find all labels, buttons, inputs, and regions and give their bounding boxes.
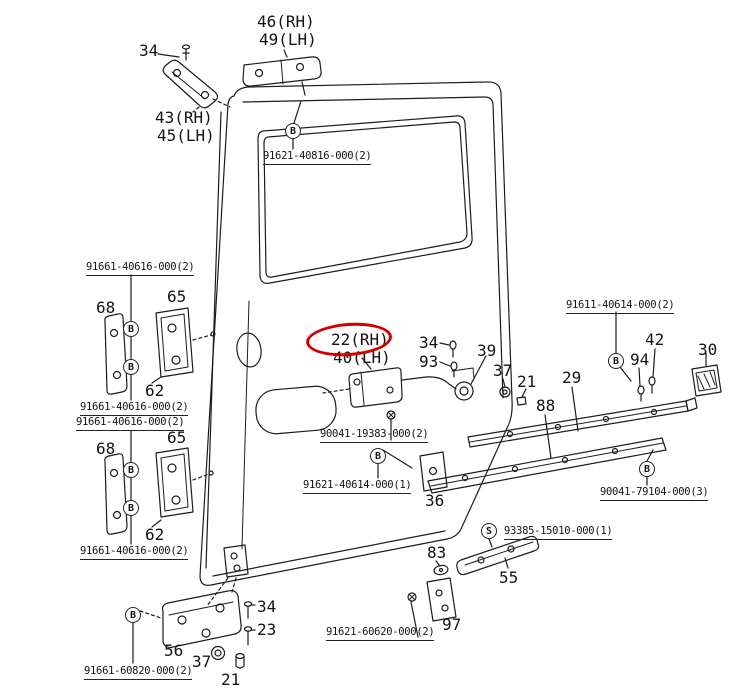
hinge-plates-upper <box>104 274 216 401</box>
callout-65-lower: 65 <box>167 428 187 447</box>
callout-22-rh: 22(RH) <box>331 330 389 349</box>
callout-34-bottom: 34 <box>257 597 277 616</box>
fastener-symbol-b: B <box>370 448 386 464</box>
fastener-symbol-b: B <box>285 123 301 139</box>
callout-93: 93 <box>419 352 439 371</box>
callout-43-rh: 43(RH) <box>155 108 213 127</box>
guide-rails <box>419 386 698 494</box>
code-90041-19383: 90041-19383-000(2) <box>320 428 429 443</box>
callout-65-upper: 65 <box>167 287 187 306</box>
callout-37-bottom: 37 <box>192 652 212 671</box>
callout-34-mid: 34 <box>419 333 439 352</box>
callout-94: 94 <box>630 350 650 369</box>
callout-49-lh: 49(LH) <box>259 30 317 49</box>
callout-37-mid: 37 <box>493 361 513 380</box>
callout-40-lh: 40(LH) <box>333 348 391 367</box>
callout-21-bottom: 21 <box>221 670 241 689</box>
code-91661-40616-a: 91661-40616-000(2) <box>86 261 195 276</box>
callout-30: 30 <box>698 340 718 359</box>
callout-56: 56 <box>164 641 184 660</box>
code-91621-60620: 91621-60620-000(2) <box>326 626 435 641</box>
hinge-plates-lower <box>104 430 214 545</box>
fastener-symbol-b: B <box>639 461 655 477</box>
code-91621-40614: 91621-40614-000(1) <box>303 479 412 494</box>
lower-guide-parts <box>407 535 540 638</box>
lower-hinge-56 <box>132 577 256 669</box>
callout-88: 88 <box>536 396 556 415</box>
code-91611-40614: 91611-40614-000(2) <box>566 299 675 314</box>
code-91661-40616-b: 91661-40616-000(2) <box>80 401 189 416</box>
callout-46-rh: 46(RH) <box>257 12 315 31</box>
leader-91621-40816 <box>292 100 302 150</box>
code-91661-60820: 91661-60820-000(2) <box>84 665 193 680</box>
fastener-symbol-b: B <box>123 500 139 516</box>
hinge-43-45 <box>157 44 231 113</box>
callout-97: 97 <box>442 615 462 634</box>
callout-62-upper: 62 <box>145 381 165 400</box>
hinge-46-49 <box>242 49 322 96</box>
callout-68-lower: 68 <box>96 439 116 458</box>
fastener-symbol-s: S <box>481 523 497 539</box>
callout-68-upper: 68 <box>96 298 116 317</box>
callout-39: 39 <box>477 341 497 360</box>
right-lock-parts <box>615 311 722 486</box>
code-91621-40816: 91621-40816-000(2) <box>263 150 372 165</box>
callout-36: 36 <box>425 491 445 510</box>
fastener-symbol-b: B <box>123 359 139 375</box>
callout-45-lh: 45(LH) <box>157 126 215 145</box>
code-90041-79104: 90041-79104-000(3) <box>600 486 709 501</box>
code-93385-15010: 93385-15010-000(1) <box>504 525 613 540</box>
fastener-symbol-b: B <box>125 607 141 623</box>
fastener-symbol-b: B <box>123 321 139 337</box>
callout-23: 23 <box>257 620 277 639</box>
callout-62-lower: 62 <box>145 525 165 544</box>
callout-29: 29 <box>562 368 582 387</box>
callout-83: 83 <box>427 543 447 562</box>
code-91661-40616-c: 91661-40616-000(2) <box>76 416 185 431</box>
callout-55: 55 <box>499 568 519 587</box>
fastener-symbol-b: B <box>608 353 624 369</box>
callout-42: 42 <box>645 330 665 349</box>
door-outline <box>199 81 513 586</box>
code-91661-40616-d: 91661-40616-000(2) <box>80 545 189 560</box>
fastener-symbol-b: B <box>123 462 139 478</box>
callout-21-mid: 21 <box>517 372 537 391</box>
callout-34-top: 34 <box>139 41 159 60</box>
center-roller-assembly <box>322 340 527 479</box>
